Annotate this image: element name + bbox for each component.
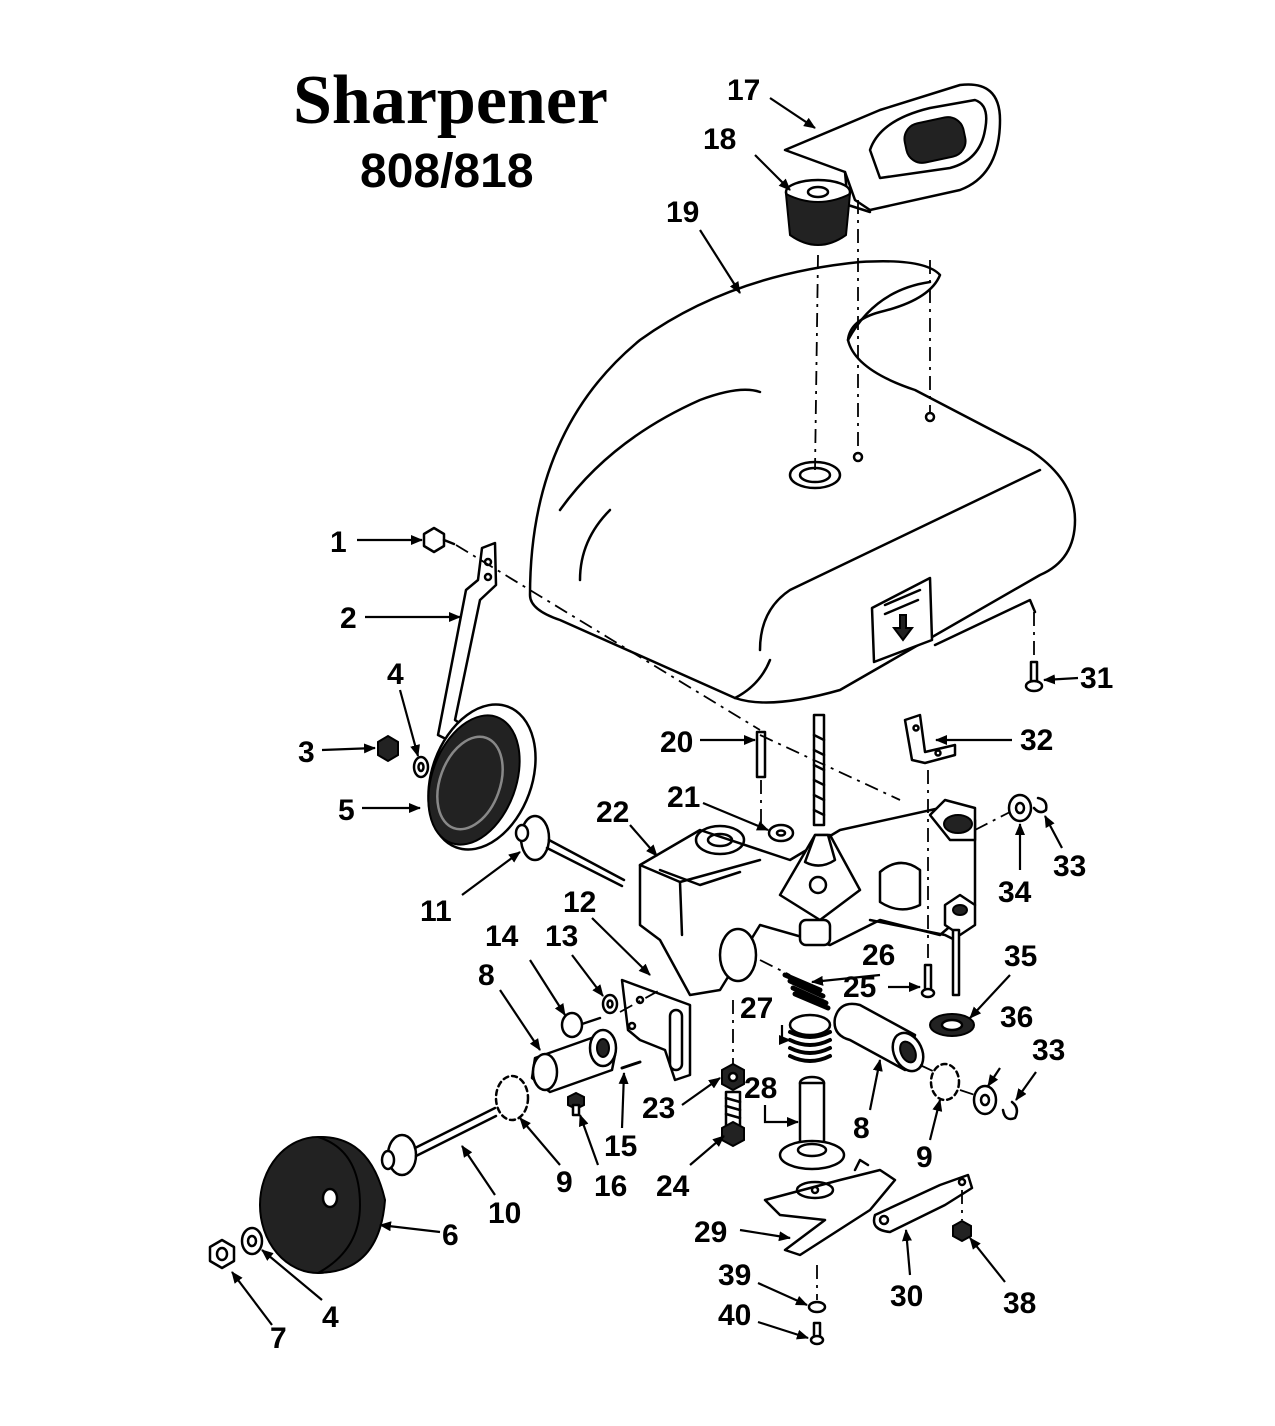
callout-13: 13 [545, 920, 578, 953]
callout-26: 26 [862, 939, 895, 972]
callout-21: 21 [667, 781, 700, 814]
axle-part-10 [380, 1106, 498, 1177]
screw-part-40 [809, 1321, 825, 1346]
callout-9-left: 9 [556, 1166, 573, 1199]
plate-part-12 [620, 978, 692, 1082]
cover-part [528, 259, 1077, 704]
bracket-part-32 [903, 713, 957, 765]
nut-part-38 [952, 1219, 972, 1243]
callout-8-right: 8 [853, 1112, 870, 1145]
nut-part-3 [377, 734, 399, 763]
callout-22: 22 [596, 796, 629, 829]
screw-part-1 [422, 526, 456, 554]
washer-part-35 [929, 928, 975, 1037]
shaft-part-11 [514, 814, 626, 888]
spring-part-26 [782, 972, 831, 1011]
callout-33-lower: 33 [1032, 1034, 1065, 1067]
callout-19: 19 [666, 196, 699, 229]
callout-23: 23 [642, 1092, 675, 1125]
screw-part-25 [920, 963, 936, 999]
callout-16: 16 [594, 1170, 627, 1203]
diagram-title: Sharpener [293, 62, 608, 139]
callout-9-right: 9 [916, 1141, 933, 1174]
screw-part-14 [560, 1011, 602, 1039]
callout-35: 35 [1004, 940, 1037, 973]
lever-part-29 [763, 1158, 897, 1257]
sleeve-part-8-right [833, 1002, 925, 1073]
callout-34: 34 [998, 876, 1032, 909]
nut-part-23 [721, 1062, 745, 1092]
spline-washer-part-9-right [929, 1062, 961, 1102]
lever-part-30 [872, 1173, 974, 1234]
callout-20: 20 [660, 726, 693, 759]
callout-15: 15 [604, 1130, 637, 1163]
washer-part-13 [601, 993, 619, 1015]
callout-28: 28 [744, 1072, 777, 1105]
callout-32: 32 [1020, 724, 1053, 757]
washer-part-4-lower [240, 1226, 264, 1256]
callout-5: 5 [338, 794, 355, 827]
callout-numbers: 1 2 3 4 5 4 6 7 8 8 9 9 10 11 12 13 14 1… [270, 74, 1113, 1355]
threaded-rod [812, 713, 826, 827]
housing-part-22 [638, 798, 977, 997]
bolt-part-24 [721, 1090, 745, 1148]
callout-38: 38 [1003, 1287, 1036, 1320]
callout-4-lower: 4 [322, 1301, 339, 1334]
grinding-wheel-part-5 [427, 703, 537, 851]
callout-11: 11 [420, 895, 452, 928]
model-number: 808/818 [360, 145, 534, 198]
clip-part-33-upper [1032, 796, 1048, 814]
screw-part-31 [1024, 660, 1044, 693]
callout-40: 40 [718, 1299, 751, 1332]
pin-part-20 [755, 730, 767, 779]
callout-36: 36 [1000, 1001, 1033, 1034]
nut-part-7 [208, 1238, 236, 1270]
callout-7: 7 [270, 1322, 287, 1355]
callout-12: 12 [563, 886, 596, 919]
callout-18: 18 [703, 123, 736, 156]
callout-31: 31 [1080, 662, 1113, 695]
washer-part-34 [1007, 793, 1033, 823]
callout-leaders [231, 97, 1079, 1340]
washer-part-36 [972, 1084, 998, 1116]
bushing-part-8-left [530, 1028, 618, 1094]
assembly-centerlines [455, 200, 1035, 1300]
callout-24: 24 [656, 1170, 690, 1203]
washer-part-21 [767, 823, 795, 843]
washer-part-4-upper [412, 755, 430, 779]
callout-10: 10 [488, 1197, 521, 1230]
callout-29: 29 [694, 1216, 727, 1249]
callout-8-left: 8 [478, 959, 495, 992]
spring-part-27 [788, 1013, 832, 1063]
callout-1: 1 [330, 526, 347, 559]
callout-25: 25 [843, 971, 876, 1004]
clip-part-33-lower [1001, 1100, 1019, 1121]
callout-4-upper: 4 [387, 658, 404, 691]
pin-part-15 [620, 1060, 642, 1070]
spline-washer-part-9-left [494, 1074, 530, 1122]
callout-33-upper: 33 [1053, 850, 1086, 883]
callout-39: 39 [718, 1259, 751, 1292]
callout-3: 3 [298, 736, 315, 769]
grinding-wheel-part-6 [259, 1135, 387, 1274]
callout-30: 30 [890, 1280, 923, 1313]
screw-part-16 [567, 1091, 585, 1117]
callout-27: 27 [740, 992, 773, 1025]
callout-2: 2 [340, 602, 357, 635]
callout-14: 14 [485, 920, 519, 953]
callout-17: 17 [727, 74, 760, 107]
washer-part-39 [807, 1300, 827, 1314]
plunger-part-28 [778, 1075, 846, 1171]
callout-6: 6 [442, 1219, 459, 1252]
knob-part [784, 178, 852, 246]
